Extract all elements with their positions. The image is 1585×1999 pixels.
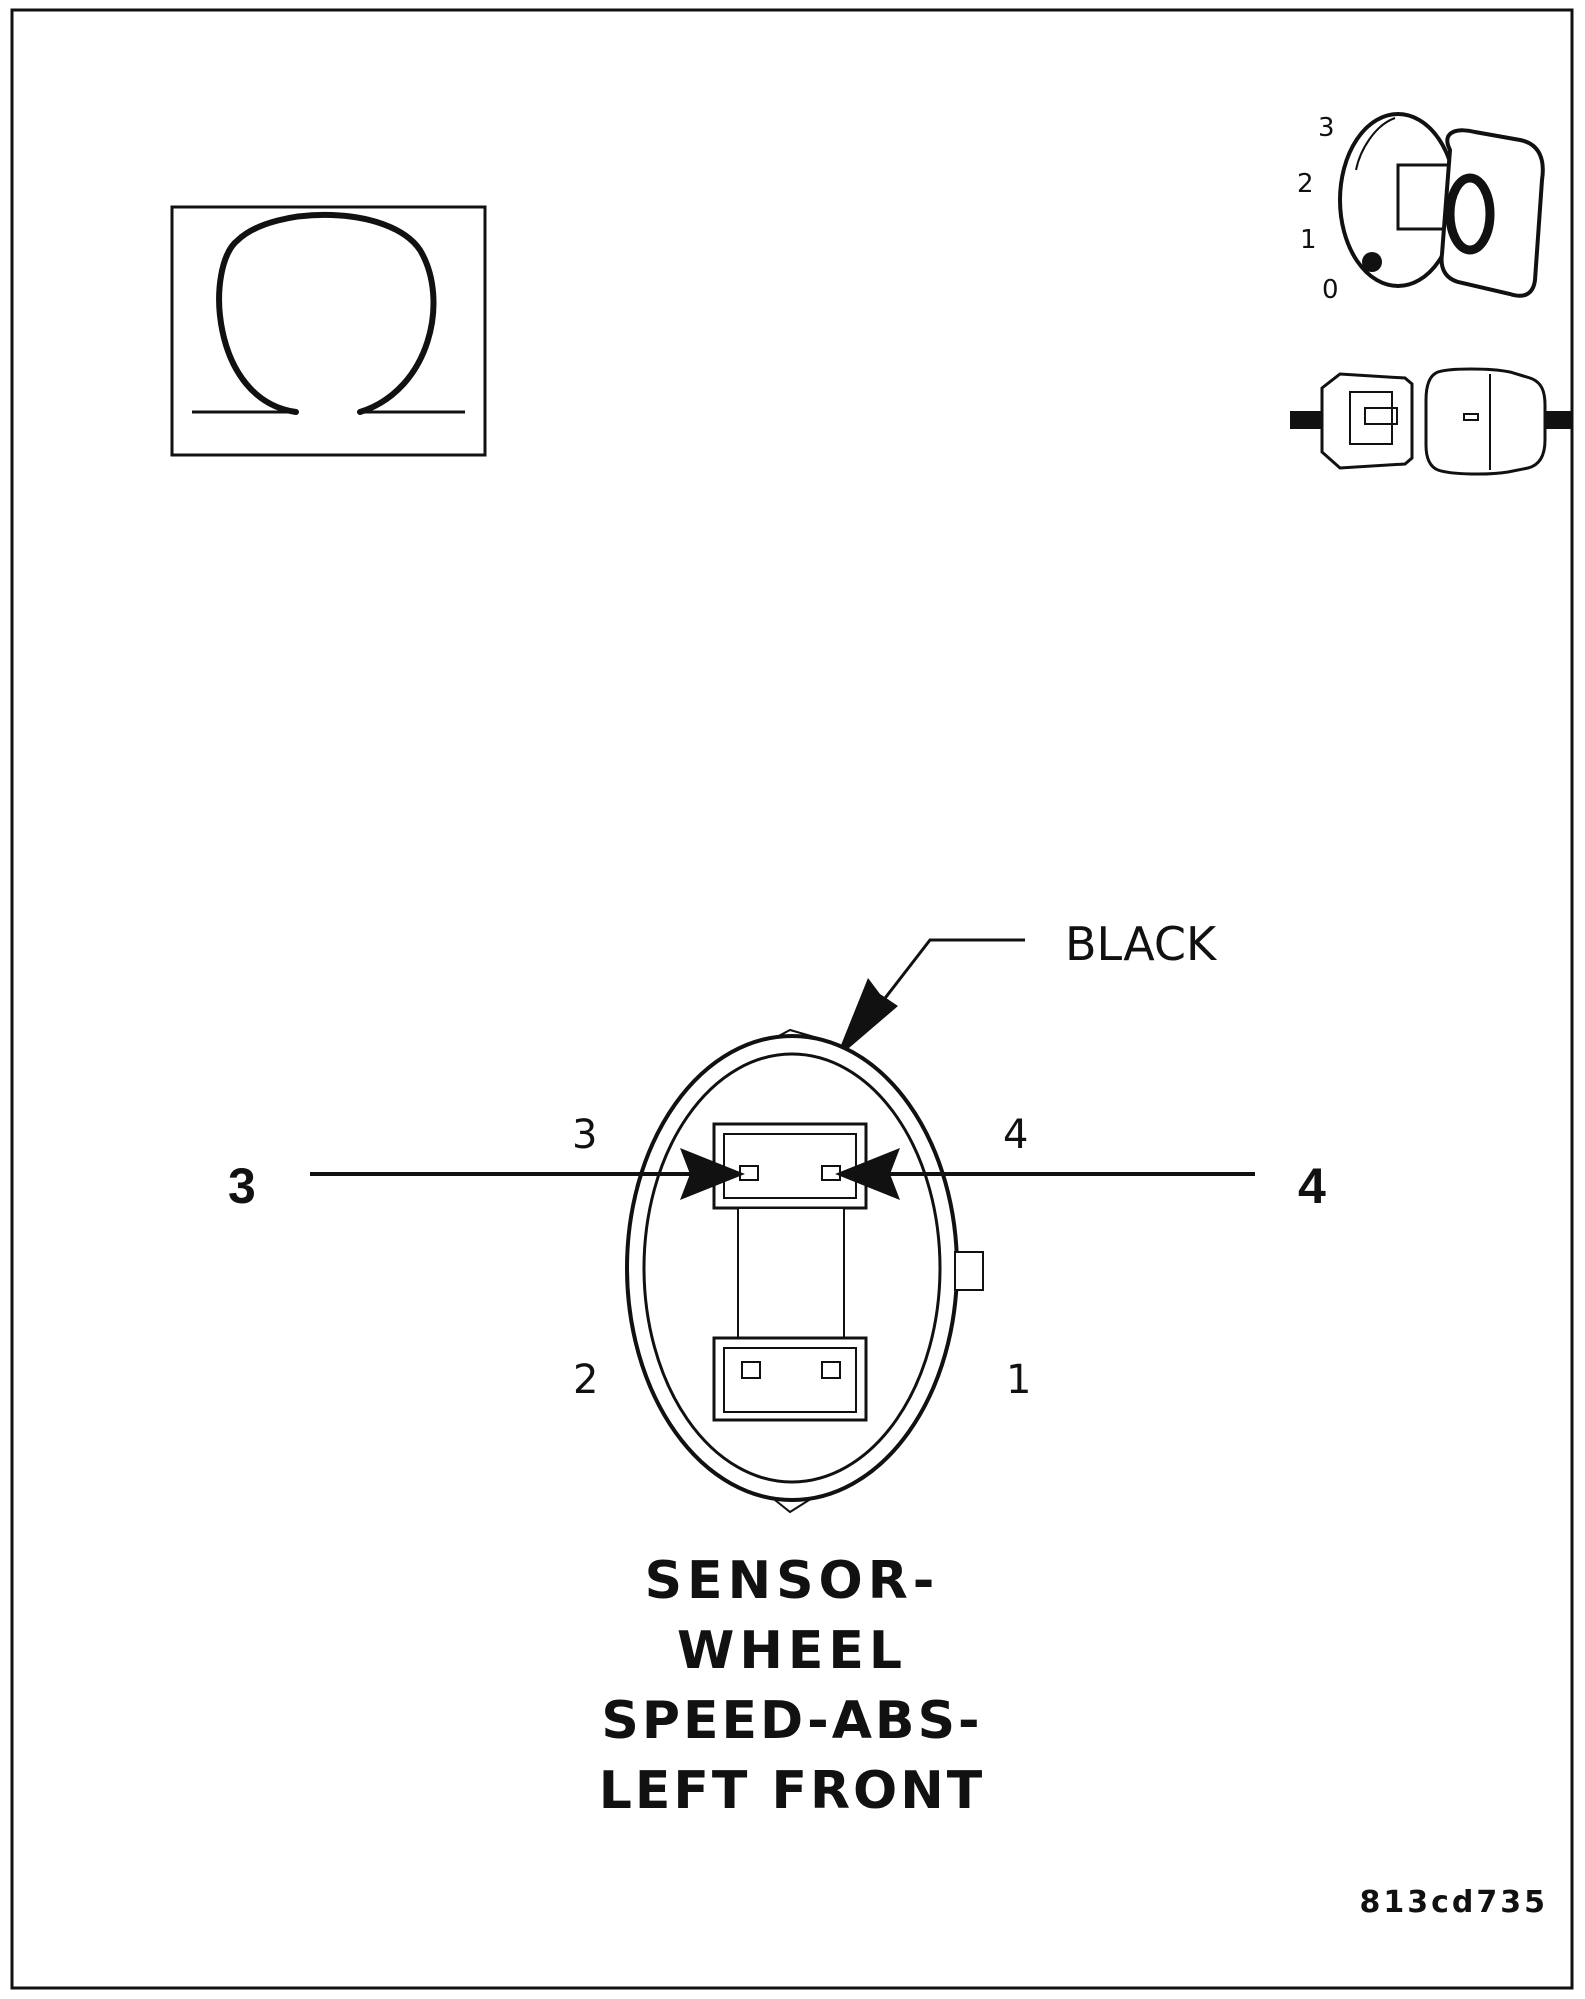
cavity-label-4: 4 <box>1003 1112 1028 1158</box>
cavity-4-terminal <box>821 1165 841 1181</box>
ohmmeter-icon <box>170 205 487 457</box>
key-position-3: 3 <box>1318 113 1335 143</box>
connector-color-label: BLACK <box>1065 917 1218 971</box>
component-title: SENSOR- WHEEL SPEED-ABS- LEFT FRONT <box>599 1551 986 1821</box>
key-position-0: 0 <box>1322 275 1339 305</box>
probe-arrow-4 <box>835 1148 1255 1200</box>
cavity-3-terminal <box>739 1165 759 1181</box>
cavity-1-terminal <box>821 1361 841 1379</box>
title-line-1: SENSOR- <box>645 1551 940 1611</box>
probe-arrow-3 <box>310 1148 745 1200</box>
figure-id: 813cd735 <box>1359 1885 1548 1920</box>
key-position-2: 2 <box>1297 169 1314 199</box>
callout-4: 4 <box>1298 1158 1326 1214</box>
key-position-1: 1 <box>1300 225 1317 255</box>
wheel-speed-sensor-connector <box>625 1028 984 1514</box>
ignition-key-icon: 3 2 1 0 <box>1297 112 1545 305</box>
cavity-2-terminal <box>741 1361 761 1379</box>
connector-disconnected-icon <box>1290 367 1572 476</box>
cavity-label-3: 3 <box>572 1112 597 1158</box>
cavity-label-1: 1 <box>1006 1357 1031 1403</box>
title-line-3: SPEED-ABS- <box>601 1691 982 1751</box>
color-leader <box>835 938 1025 1060</box>
title-line-4: LEFT FRONT <box>599 1761 986 1821</box>
cavity-label-2: 2 <box>573 1357 598 1403</box>
title-line-2: WHEEL <box>677 1621 907 1681</box>
page-border <box>10 8 1574 1990</box>
callout-3: 3 <box>228 1158 256 1214</box>
